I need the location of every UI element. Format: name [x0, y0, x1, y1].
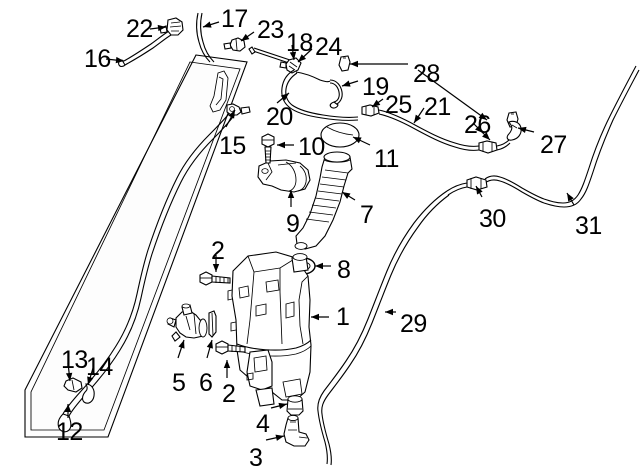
leader-arrowhead — [275, 434, 284, 441]
hose-tee-24 — [279, 57, 302, 74]
leader-line — [417, 69, 488, 121]
leader-arrowhead — [277, 141, 285, 149]
callout-hose-union-connector: 26 — [464, 111, 491, 139]
callout-washer-pump-outlet-elbow: 3 — [249, 444, 263, 471]
callout-nozzle-elbow-fitting: 27 — [540, 131, 567, 159]
leader-arrowhead — [206, 340, 213, 349]
reservoir-bolt-2-upper — [199, 271, 231, 286]
callout-filler-neck-bracket: 9 — [286, 210, 300, 238]
leader-arrowhead — [223, 360, 231, 368]
leader-arrowhead — [518, 126, 527, 134]
vent-valve-22 — [159, 17, 184, 36]
callout-reservoir-mounting-bolt-lower: 2 — [222, 380, 236, 408]
leader-arrowhead — [289, 51, 297, 60]
leader-arrowhead — [65, 372, 73, 381]
washer-hose-21 — [378, 109, 480, 151]
callout-pump-seal-gasket: 6 — [199, 369, 213, 397]
nozzle-grommet-28a — [338, 55, 351, 72]
washer-hose-17 — [196, 12, 215, 63]
callout-reservoir-filler-cap: 11 — [374, 145, 399, 173]
callout-washer-hose-upper-branch: 17 — [221, 5, 248, 33]
callout-washer-hose-main-run: 20 — [266, 103, 293, 131]
callout-hose-joint-connector: 23 — [257, 16, 284, 44]
callout-leaders — [64, 21, 575, 441]
washer-hose-31 — [543, 65, 640, 208]
callout-washer-fluid-reservoir-tank: 1 — [336, 303, 350, 331]
callout-hose-end-clip: 14 — [86, 353, 113, 381]
pump-outlet-elbow-3 — [283, 414, 310, 447]
hose-connector-13 — [63, 377, 83, 393]
leader-arrowhead — [385, 308, 393, 316]
callout-rear-washer-hose-assembly: 12 — [56, 418, 83, 446]
rear-wiper-arm — [209, 70, 229, 113]
callout-washer-hose-front-run: 21 — [424, 93, 451, 121]
leader-arrowhead — [178, 340, 185, 349]
leader-arrowhead — [478, 112, 487, 120]
callout-filler-neck-hose: 7 — [360, 201, 374, 229]
leader-arrowhead — [342, 192, 351, 199]
filler-neck-bracket-9 — [257, 159, 311, 193]
inline-coupler-25 — [361, 104, 380, 117]
callout-washer-hose-lower-run: 29 — [400, 310, 427, 338]
pump-seal-6 — [208, 310, 217, 338]
callout-filler-neck-o-ring: 8 — [337, 256, 351, 284]
leader-arrowhead — [115, 56, 124, 64]
washer-pump-5 — [166, 303, 208, 342]
rear-washer-nozzle-part — [226, 103, 251, 116]
callout-hose-tee-branch-fitting: 24 — [315, 33, 342, 61]
leader-arrowhead — [342, 80, 351, 87]
callout-reservoir-mounting-bolt-upper: 2 — [211, 237, 225, 265]
leader-arrowhead — [353, 137, 362, 144]
pump-grommet-4 — [286, 395, 304, 416]
callout-bracket-bolt: 10 — [298, 133, 325, 161]
callout-rear-washer-nozzle: 15 — [219, 132, 246, 160]
filler-cap-11 — [320, 122, 360, 148]
callout-hose-clamp-retainer: 18 — [286, 29, 313, 57]
callout-vent-hose-short: 16 — [84, 45, 111, 73]
callout-hose-inline-joint: 30 — [479, 205, 506, 233]
leader-arrowhead — [278, 402, 287, 410]
leader-arrowhead — [567, 193, 574, 202]
leader-arrowhead — [228, 110, 235, 119]
leader-arrowhead — [287, 190, 295, 198]
leader-arrowhead — [372, 99, 381, 107]
hose-union-26 — [478, 139, 511, 154]
leader-arrowhead — [482, 132, 490, 140]
reservoir-tank-1 — [227, 251, 312, 407]
washer-hose-30-run — [446, 175, 545, 204]
leader-arrowhead — [311, 313, 319, 321]
callout-inline-hose-coupler: 25 — [385, 91, 412, 119]
leader-arrowhead — [350, 60, 358, 68]
hose-clip-14 — [81, 383, 95, 404]
callout-washer-nozzle-grommet: 28 — [413, 60, 440, 88]
callout-hose-connector-joint: 13 — [61, 346, 88, 374]
callout-hose-end-bend: 19 — [362, 73, 389, 101]
callout-pump-grommet-seal: 4 — [256, 410, 270, 438]
leader-arrowhead — [212, 264, 220, 272]
filler-neck-hose-7 — [294, 151, 353, 250]
leader-arrowhead — [157, 24, 166, 32]
leader-arrowhead — [280, 93, 289, 101]
washer-hose-29 — [317, 190, 450, 466]
leader-arrowhead — [414, 114, 422, 123]
reservoir-bolt-2-lower — [215, 340, 246, 355]
leader-arrowhead — [315, 262, 323, 270]
leader-arrowhead — [298, 54, 307, 62]
washer-hose-20 — [281, 69, 359, 121]
leader-arrowhead — [476, 186, 483, 195]
straight-tube-18 — [248, 46, 291, 64]
callout-vent-valve-check: 22 — [126, 15, 153, 43]
leader-arrowhead — [241, 33, 250, 41]
bracket-bolt-10 — [261, 133, 275, 164]
callout-washer-fluid-pump-motor: 5 — [172, 369, 186, 397]
leader-arrowhead — [64, 404, 72, 412]
elbow-fitting-27 — [506, 120, 522, 141]
callout-washer-hose-right-run: 31 — [575, 212, 602, 240]
leader-arrowhead — [87, 376, 94, 385]
leader-arrowhead — [203, 21, 212, 28]
